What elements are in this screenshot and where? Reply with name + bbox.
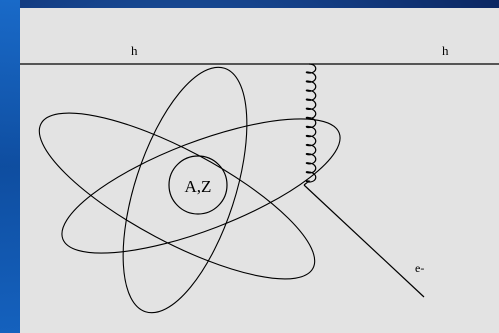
- slide-edge-glow: [0, 0, 20, 333]
- photon-wave: [303, 63, 317, 186]
- top-label-right: h: [442, 43, 449, 58]
- diagram-panel: [20, 8, 499, 333]
- nucleus-circle: [168, 155, 228, 215]
- electron-label: e-: [415, 261, 424, 275]
- top-label-left: h: [131, 43, 138, 58]
- nucleus-label: A,Z: [185, 177, 212, 196]
- orbit-ellipse-2: [122, 66, 248, 314]
- orbit-ellipse-3: [38, 112, 316, 280]
- electron-path: [303, 184, 425, 298]
- atom-orbits: [38, 66, 341, 314]
- orbit-ellipse-1: [61, 118, 341, 254]
